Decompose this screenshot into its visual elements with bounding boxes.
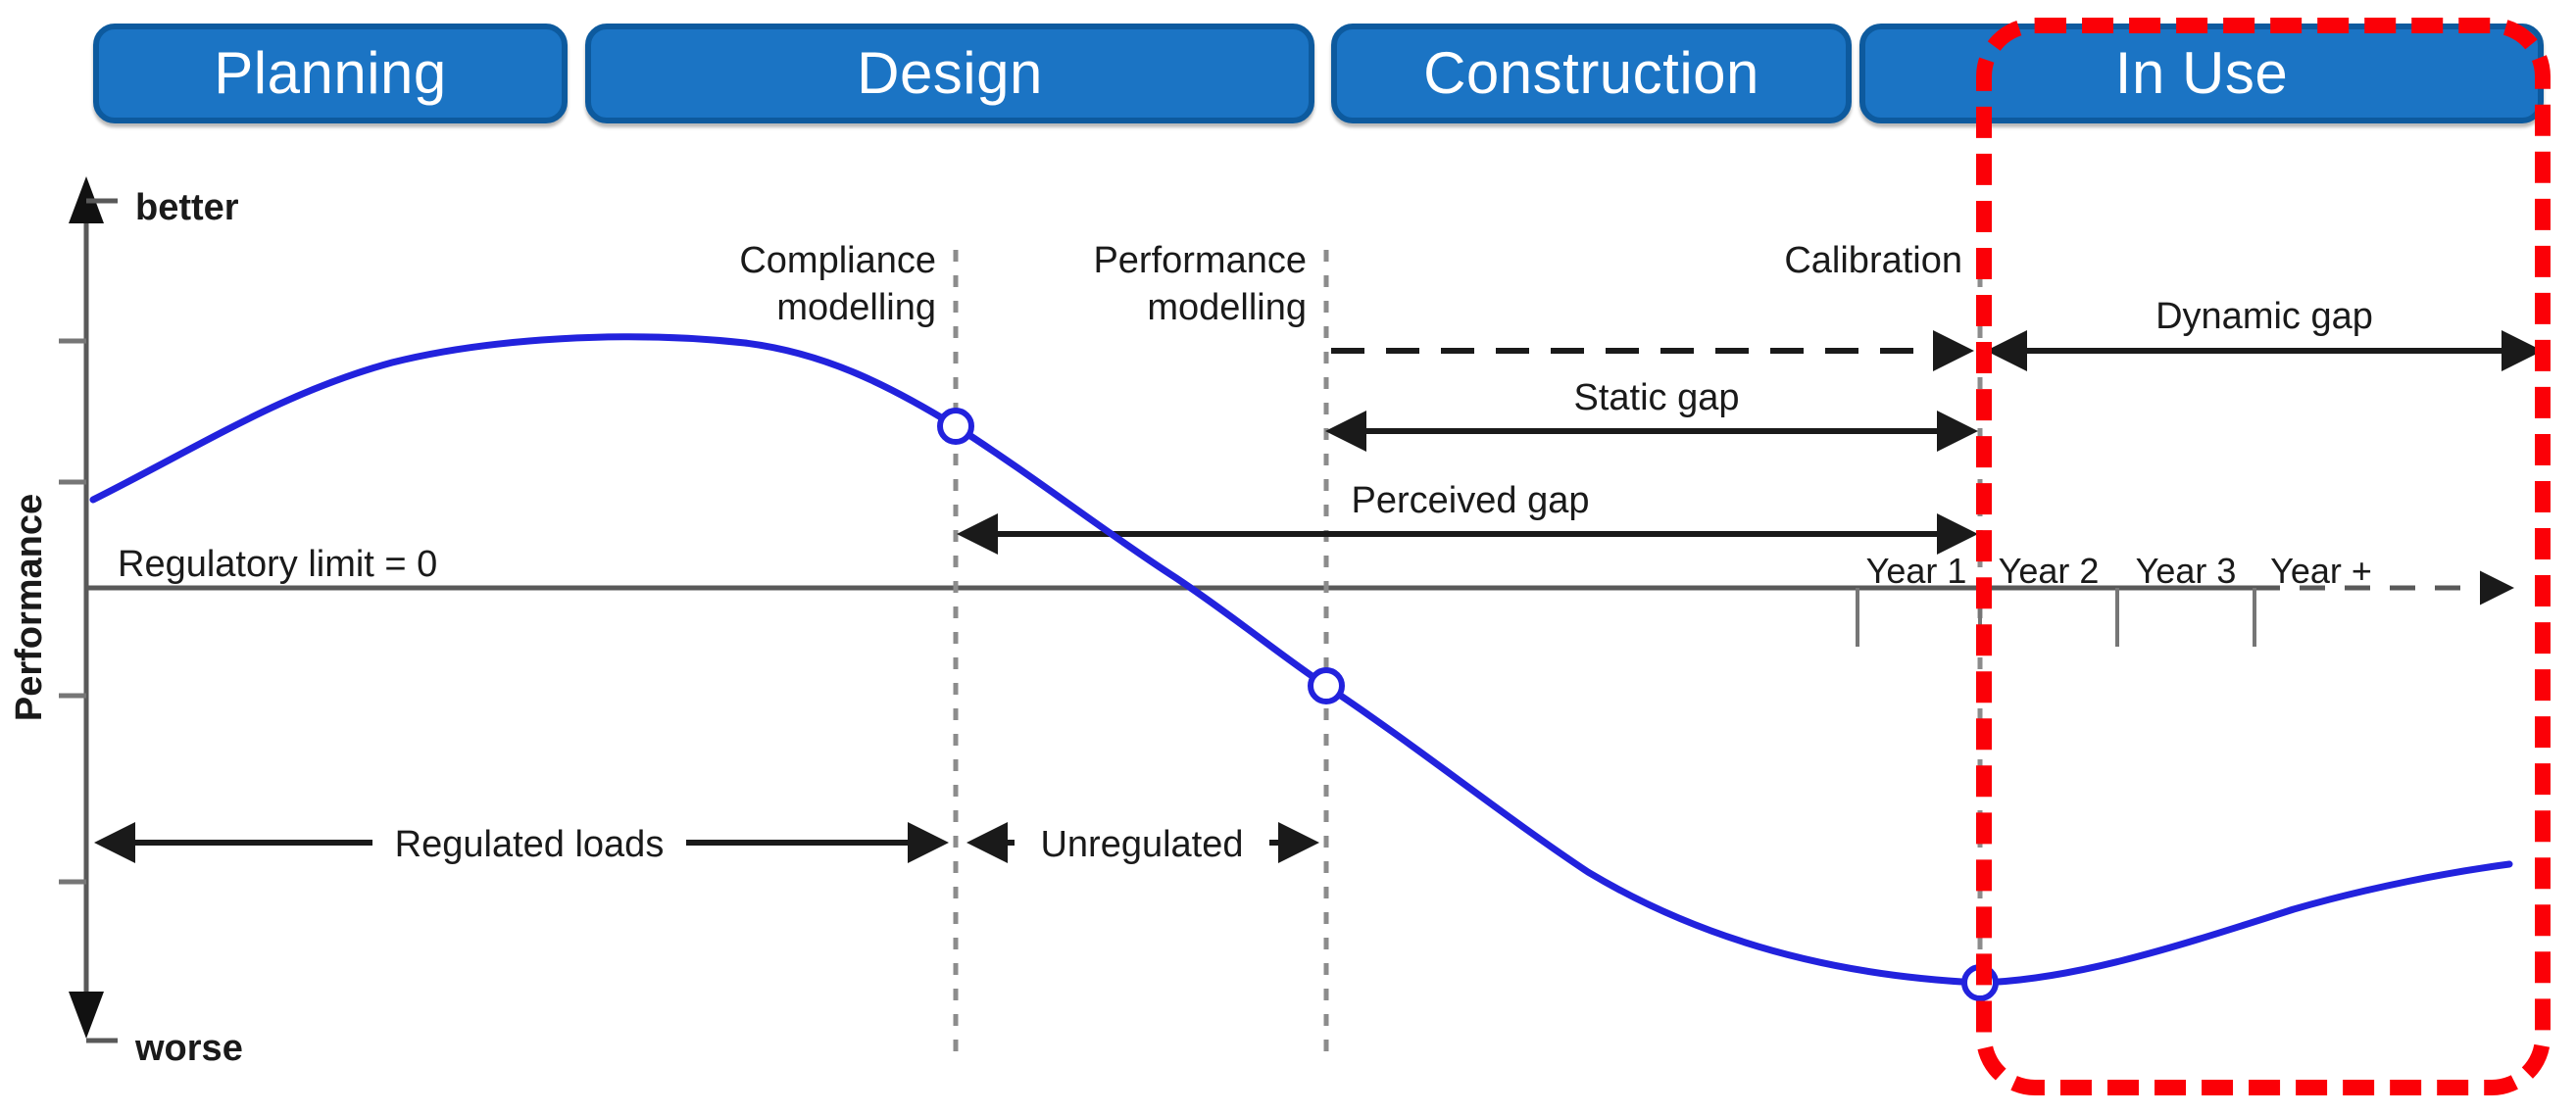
axis-worse-label: worse xyxy=(134,1028,243,1069)
year-ticks xyxy=(1856,588,2256,647)
phase-box-planning[interactable]: Planning xyxy=(93,24,568,123)
calibration-label: Calibration xyxy=(1784,240,1962,281)
performance-modelling-point xyxy=(1308,667,1345,704)
phase-box-in-use[interactable]: In Use xyxy=(1859,24,2544,123)
year-label-plus: Year + xyxy=(2270,551,2372,591)
performance-modelling-label-line2: modelling xyxy=(1147,287,1307,328)
compliance-modelling-label-line2: modelling xyxy=(776,287,936,328)
year-label-3: Year 3 xyxy=(2136,551,2237,591)
phase-box-construction[interactable]: Construction xyxy=(1331,24,1852,123)
phase-label-design: Design xyxy=(857,40,1043,106)
perceived-gap-label: Perceived gap xyxy=(1352,480,1590,521)
axis-better-label: better xyxy=(135,187,239,228)
performance-curve xyxy=(89,333,2513,987)
y-axis xyxy=(59,176,118,1043)
static-gap-label: Static gap xyxy=(1574,377,1740,418)
year-label-2: Year 2 xyxy=(1999,551,2100,591)
compliance-modelling-label-line1: Compliance xyxy=(739,240,936,281)
phase-label-in-use: In Use xyxy=(2114,40,2289,106)
compliance-modelling-point xyxy=(937,408,974,445)
phase-label-planning: Planning xyxy=(214,40,447,106)
year-label-1: Year 1 xyxy=(1866,551,1967,591)
phase-box-design[interactable]: Design xyxy=(585,24,1314,123)
dynamic-gap-label: Dynamic gap xyxy=(2155,296,2373,337)
axis-performance-label: Performance xyxy=(9,494,50,721)
phase-banner: Planning Design Construction In Use xyxy=(0,0,2576,157)
phase-label-construction: Construction xyxy=(1423,40,1759,106)
regulatory-limit-label: Regulatory limit = 0 xyxy=(118,544,437,585)
performance-modelling-label-line1: Performance xyxy=(1093,240,1307,281)
unregulated-label: Unregulated xyxy=(1040,824,1243,865)
regulated-loads-label: Regulated loads xyxy=(395,824,665,865)
calibration-point xyxy=(1961,964,1999,1001)
